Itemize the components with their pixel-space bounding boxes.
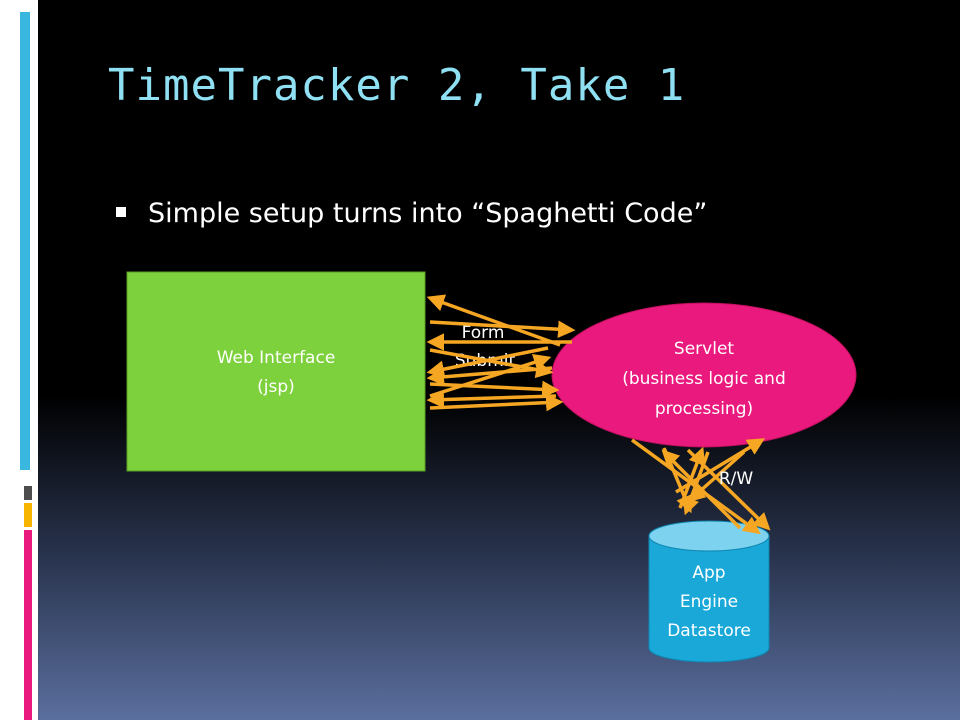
web-interface-label-line1: Web Interface: [217, 348, 336, 368]
arrow-line: [429, 380, 560, 399]
arrow-line: [429, 320, 576, 338]
web-interface-label-line2: (jsp): [257, 377, 295, 397]
arrow-line: [429, 393, 564, 412]
slide-title: TimeTracker 2, Take 1: [108, 60, 686, 111]
bullet-square-icon: [116, 206, 126, 217]
arrow-line: [675, 438, 765, 494]
web-interface-box: [126, 271, 426, 472]
spaghetti-arrows-servlet-datastore: [630, 438, 771, 535]
form-submit-label-line1: Form: [462, 323, 505, 343]
read-write-label: R/W: [719, 469, 754, 489]
arrow-line: [426, 294, 561, 347]
arrow-line: [426, 366, 553, 386]
bullet-item: Simple setup turns into “Spaghetti Code”: [116, 198, 707, 229]
datastore-label-line2: Engine: [680, 592, 738, 612]
arrow-line: [426, 346, 549, 378]
sidebar-accent-gray: [24, 486, 32, 500]
bullet-text: Simple setup turns into “Spaghetti Code”: [148, 198, 708, 229]
servlet-label-line1: Servlet: [674, 339, 734, 359]
datastore-label-line3: Datastore: [667, 621, 751, 641]
datastore-cylinder-body: [648, 535, 770, 663]
arrow-line: [662, 447, 693, 514]
sidebar-accent-blue: [20, 12, 30, 470]
sidebar-accent-pink: [24, 530, 32, 720]
datastore-label-line1: App: [692, 563, 725, 583]
servlet-label-line2: (business logic and: [622, 369, 786, 389]
arrow-line: [429, 353, 552, 398]
servlet-label-line3: processing): [655, 399, 753, 419]
arrow-line: [687, 450, 746, 503]
spaghetti-arrows-web-servlet: [426, 294, 576, 412]
sidebar-accent-yellow: [24, 503, 32, 527]
arrow-line: [426, 390, 557, 409]
